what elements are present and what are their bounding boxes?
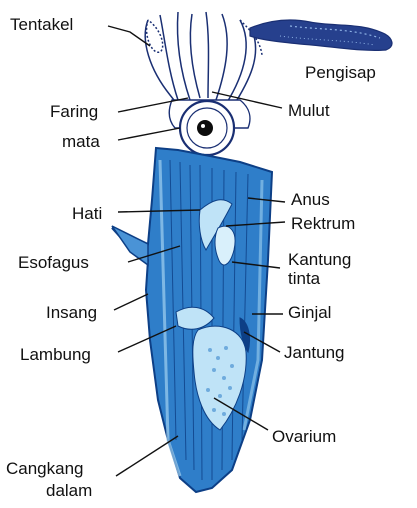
leader-cangkang — [115, 435, 179, 477]
leader-kantung — [231, 261, 281, 269]
label-kantung-line2: tinta — [288, 269, 321, 288]
label-ginjal: Ginjal — [288, 303, 331, 322]
leader-lambung — [117, 325, 177, 353]
leader-jantung — [243, 331, 281, 353]
leader-faring — [117, 97, 189, 113]
label-tentakel: Tentakel — [10, 15, 73, 34]
leader-insang — [113, 293, 149, 311]
label-faring: Faring — [50, 102, 98, 121]
label-ovarium: Ovarium — [272, 427, 336, 446]
label-mata: mata — [62, 132, 100, 151]
label-kantung-line1: Kantung — [288, 250, 351, 269]
label-lambung: Lambung — [20, 345, 91, 364]
label-hati: Hati — [72, 204, 102, 223]
leader-rektrum — [225, 221, 286, 227]
label-mulut: Mulut — [288, 101, 330, 120]
label-pengisap: Pengisap — [305, 63, 376, 82]
label-anus: Anus — [291, 190, 330, 209]
label-esofagus: Esofagus — [18, 253, 89, 272]
leader-mulut — [211, 91, 283, 109]
sucker-club — [249, 19, 393, 51]
leader-anus — [247, 197, 286, 203]
leader-ovarium — [213, 397, 269, 431]
ovary — [192, 325, 247, 431]
eye-pupil — [197, 120, 213, 136]
mantle-body — [111, 146, 274, 494]
label-rektrum: Rektrum — [291, 214, 355, 233]
stomach — [175, 306, 215, 330]
leader-esofagus — [127, 245, 181, 263]
label-insang: Insang — [46, 303, 97, 322]
ink-sac — [214, 225, 236, 266]
leader-lines — [107, 25, 286, 477]
leader-tentakel — [107, 25, 151, 47]
head — [168, 99, 251, 157]
label-jantung: Jantung — [284, 343, 345, 362]
label-cangkang-line2: dalam — [46, 481, 92, 500]
leader-hati — [117, 209, 201, 213]
label-cangkang-line1: Cangkang — [6, 459, 84, 478]
leader-mata — [117, 127, 181, 141]
labels: Tentakel Pengisap Faring Mulut mata Hati… — [6, 15, 376, 500]
heart — [239, 317, 251, 354]
